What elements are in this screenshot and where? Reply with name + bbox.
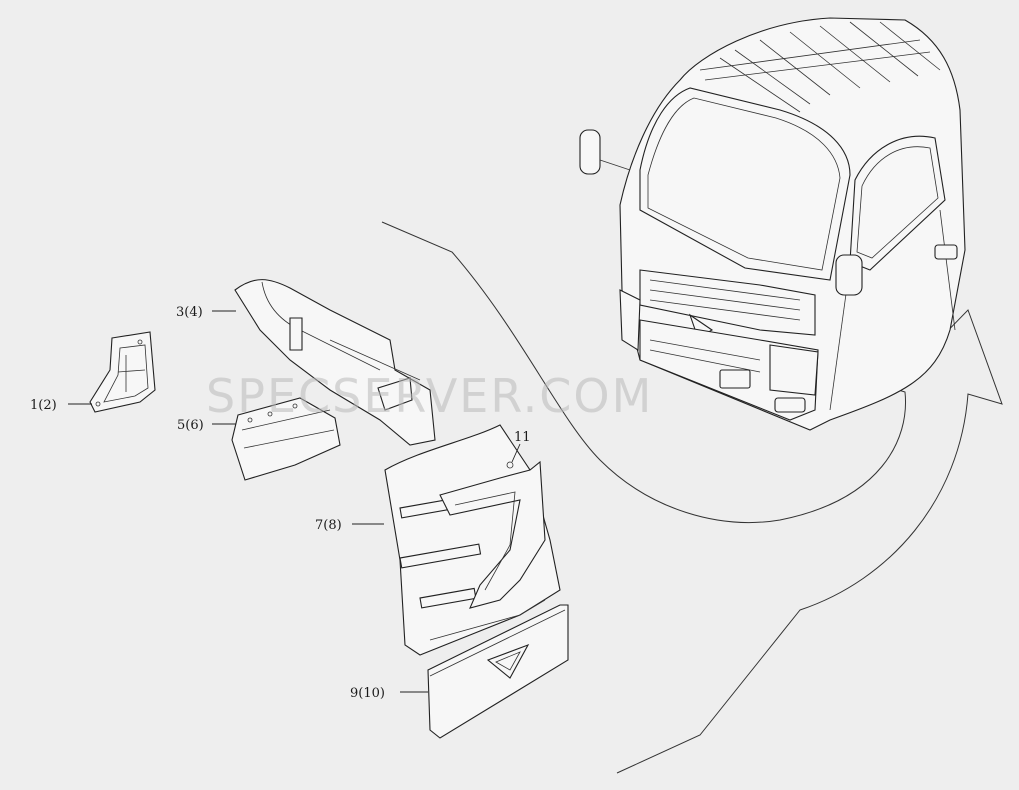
part-1-bracket bbox=[89, 331, 156, 413]
callout-9: 9(10) bbox=[350, 686, 385, 701]
callout-3: 3(4) bbox=[176, 305, 203, 320]
truck-cab bbox=[579, 17, 966, 431]
leader-lines bbox=[68, 310, 521, 693]
assembly-arrow bbox=[381, 221, 1003, 774]
part-5-plate bbox=[231, 397, 341, 481]
part-3-duct bbox=[234, 279, 436, 446]
callout-5: 5(6) bbox=[177, 418, 204, 433]
callout-labels: 1(2) 3(4) 5(6) 7(8) 9(10) 11 bbox=[30, 305, 531, 701]
callout-11: 11 bbox=[514, 430, 531, 445]
callout-1: 1(2) bbox=[30, 398, 57, 413]
callout-7: 7(8) bbox=[315, 518, 342, 533]
part-9-flap bbox=[427, 604, 569, 739]
watermark-text: SPECSERVER.COM bbox=[206, 369, 653, 423]
part-7-mud-guard bbox=[384, 424, 561, 656]
